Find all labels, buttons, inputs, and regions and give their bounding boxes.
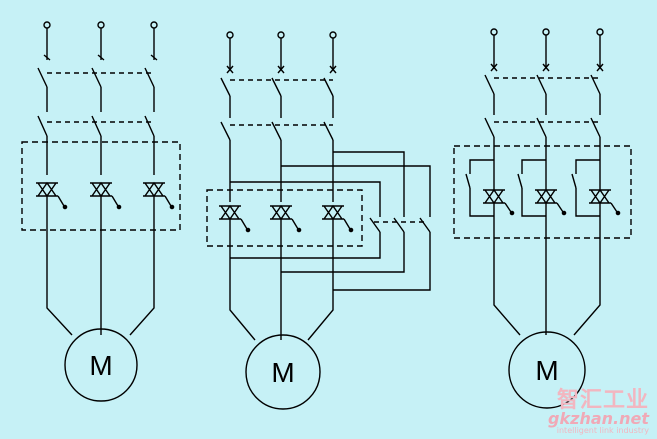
thyristor-1c [143, 181, 175, 210]
motor-1 [64, 328, 138, 402]
thyristor-2b [270, 204, 302, 233]
thyristor-1a [36, 181, 68, 210]
supply-terminals-1 [37, 21, 158, 88]
contactor-3 [484, 94, 601, 138]
thyristor-1b [90, 181, 122, 210]
motor-label-2: M [271, 357, 294, 388]
motor-3 [508, 331, 586, 409]
thyristor-2c [322, 204, 354, 233]
bypass-wiring-2 [230, 151, 431, 291]
watermark: 智汇工业 gkzhan.net intelligent link industr… [548, 388, 649, 436]
soft-starter-box-2 [206, 189, 363, 247]
watermark-site: gkzhan.net [548, 409, 649, 428]
motor-label-1: M [89, 350, 112, 381]
thyristor-3a [483, 188, 515, 216]
motor-label-3: M [535, 355, 558, 386]
circuit-1 [21, 21, 181, 402]
supply-terminals-3 [484, 28, 604, 95]
soft-starter-box-3 [453, 145, 632, 239]
thyristor-3c [589, 188, 621, 216]
thyristor-3b [535, 188, 567, 216]
circuit-2 [206, 31, 431, 410]
thyristor-2a [219, 204, 251, 233]
contactor-2 [220, 96, 334, 141]
circuit-3 [453, 28, 632, 409]
watermark-tagline: intelligent link industry [556, 426, 649, 435]
supply-terminals-2 [220, 31, 337, 97]
contactor-1 [37, 87, 155, 137]
bypass-loops-3 [465, 159, 600, 217]
motor-2 [245, 334, 321, 410]
watermark-brand: 智汇工业 [556, 388, 649, 413]
